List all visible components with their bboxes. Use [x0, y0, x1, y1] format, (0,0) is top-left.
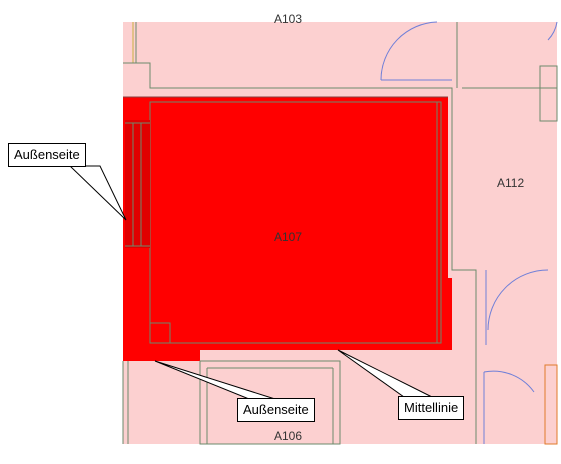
- door-arc-top-right: [547, 21, 558, 41]
- door-arc-right: [487, 269, 549, 331]
- closet-right: [539, 65, 558, 122]
- callout-center-line: Mittellinie: [398, 396, 465, 420]
- left-wall-segment: [125, 120, 150, 248]
- room-a106-outline: [199, 360, 341, 445]
- callout-outer-bottom: Außenseite: [237, 398, 315, 422]
- column-square: [149, 322, 171, 344]
- room-label-top: A103: [274, 12, 302, 26]
- room-label-a112: A112: [497, 176, 524, 190]
- door-arc-top: [380, 21, 438, 81]
- room-label-a106: A106: [274, 429, 302, 443]
- wall-outline-upper: [123, 62, 477, 444]
- orange-fixture: [544, 364, 558, 445]
- callout-outer-left: Außenseite: [8, 143, 86, 167]
- room-a107-highlight: [123, 97, 452, 361]
- room-label-a107: A107: [274, 230, 302, 244]
- door-arc-lower-right: [483, 370, 535, 393]
